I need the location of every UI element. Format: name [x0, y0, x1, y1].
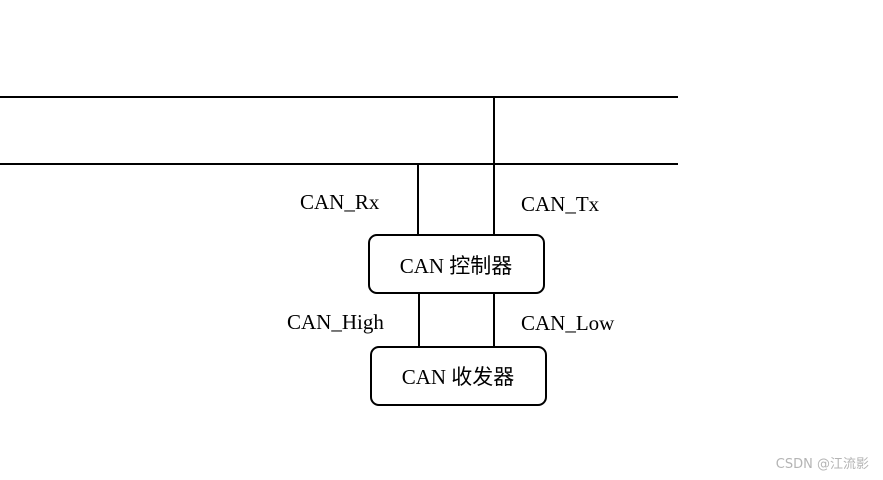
- high-label: CAN_High: [287, 310, 384, 334]
- watermark-text: CSDN @江流影: [775, 457, 869, 472]
- controller-box: [368, 234, 545, 294]
- low-label: CAN_Low: [521, 311, 615, 335]
- tx-label: CAN_Tx: [521, 192, 600, 216]
- rx-label: CAN_Rx: [300, 190, 380, 214]
- transceiver-label: CAN 收发器: [402, 365, 515, 389]
- transceiver-box: [370, 346, 547, 406]
- controller-label: CAN 控制器: [400, 254, 513, 278]
